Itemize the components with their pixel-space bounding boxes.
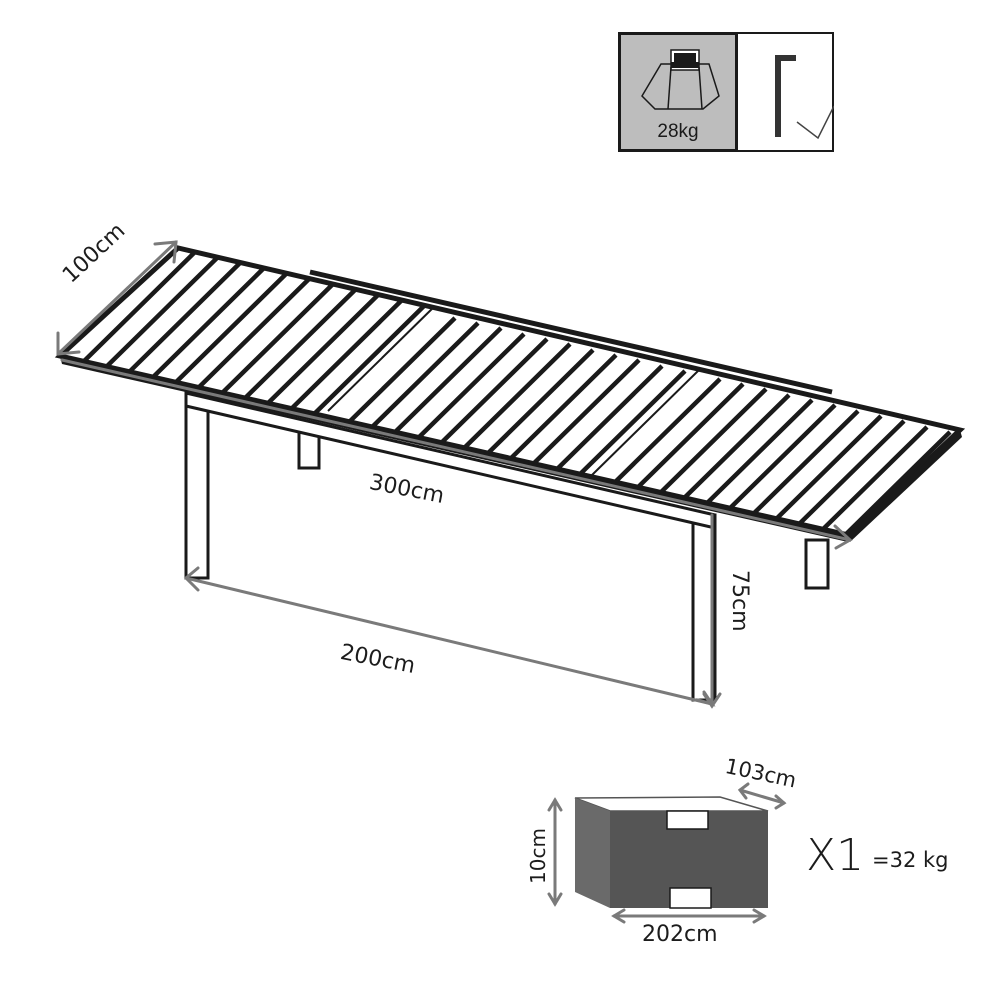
weight-badge: 28kg [618, 32, 738, 152]
package-length-label: 202cm [642, 922, 718, 947]
weight-icon [641, 49, 720, 110]
package-quantity-label: X1 [806, 830, 865, 881]
package-height-label: 10cm [526, 828, 550, 884]
tool-badge [738, 32, 834, 152]
allen-key-icon [775, 55, 796, 137]
checkmark-icon [796, 105, 834, 140]
package-weight-label: =32 kg [872, 848, 949, 872]
weight-label: 28kg [657, 121, 699, 142]
